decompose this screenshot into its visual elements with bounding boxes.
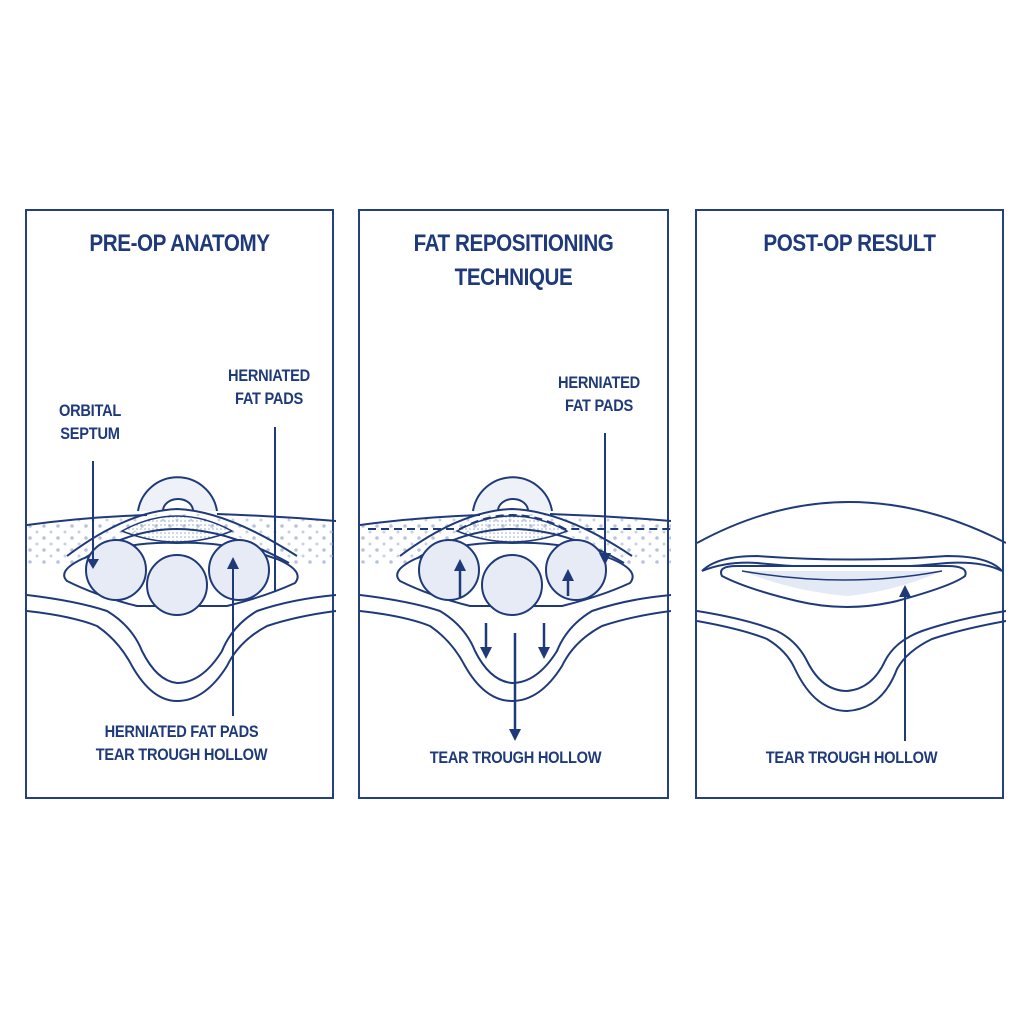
orbital-septum-label: ORBITAL SEPTUM bbox=[51, 399, 128, 445]
herniated-fat-pads-label-line1: HERNIATED bbox=[228, 366, 310, 385]
orbital-septum-label-line1: ORBITAL bbox=[58, 401, 122, 420]
panel-title-line2: TECHNIQUE bbox=[454, 264, 573, 291]
panel-title: FAT REPOSITIONING TECHNIQUE bbox=[381, 227, 645, 295]
herniated-fat-pads-label-line2: FAT PADS bbox=[564, 396, 634, 415]
pre-op-eye-cross-section-diagram bbox=[27, 427, 336, 716]
tear-trough-hollow-label: TEAR TROUGH HOLLOW bbox=[429, 748, 602, 767]
panel-fat-repositioning-technique: FAT REPOSITIONING TECHNIQUE HERNIATED FA… bbox=[358, 209, 671, 799]
bottom-labels: HERNIATED FAT PADS TEAR TROUGH HOLLOW bbox=[49, 720, 315, 766]
panel-post-op-result: POST-OP RESULT TEAR TROUGH HOLLOW bbox=[695, 209, 1006, 799]
panel-pre-op-anatomy: PRE-OP ANATOMY ORBITAL SEPTUM HERNIATED … bbox=[25, 209, 336, 799]
herniated-fat-pads-bottom-label: HERNIATED FAT PADS bbox=[104, 722, 259, 741]
herniated-fat-pads-label: HERNIATED FAT PADS bbox=[222, 364, 317, 410]
tear-trough-hollow-label: TEAR TROUGH HOLLOW bbox=[765, 748, 938, 767]
herniated-fat-pads-label: HERNIATED FAT PADS bbox=[552, 371, 647, 417]
orbital-septum-label-line2: SEPTUM bbox=[60, 424, 120, 443]
panel-title-line1: FAT REPOSITIONING bbox=[413, 230, 614, 257]
herniated-fat-pads-label-line2: FAT PADS bbox=[234, 389, 304, 408]
panel-title: POST-OP RESULT bbox=[763, 230, 936, 257]
tear-trough-hollow-label: TEAR TROUGH HOLLOW bbox=[95, 745, 268, 764]
fat-repositioning-diagram bbox=[360, 433, 671, 741]
panel-title: PRE-OP ANATOMY bbox=[89, 230, 270, 257]
herniated-fat-pads-label-line1: HERNIATED bbox=[558, 373, 640, 392]
post-op-eye-diagram bbox=[697, 501, 1006, 741]
